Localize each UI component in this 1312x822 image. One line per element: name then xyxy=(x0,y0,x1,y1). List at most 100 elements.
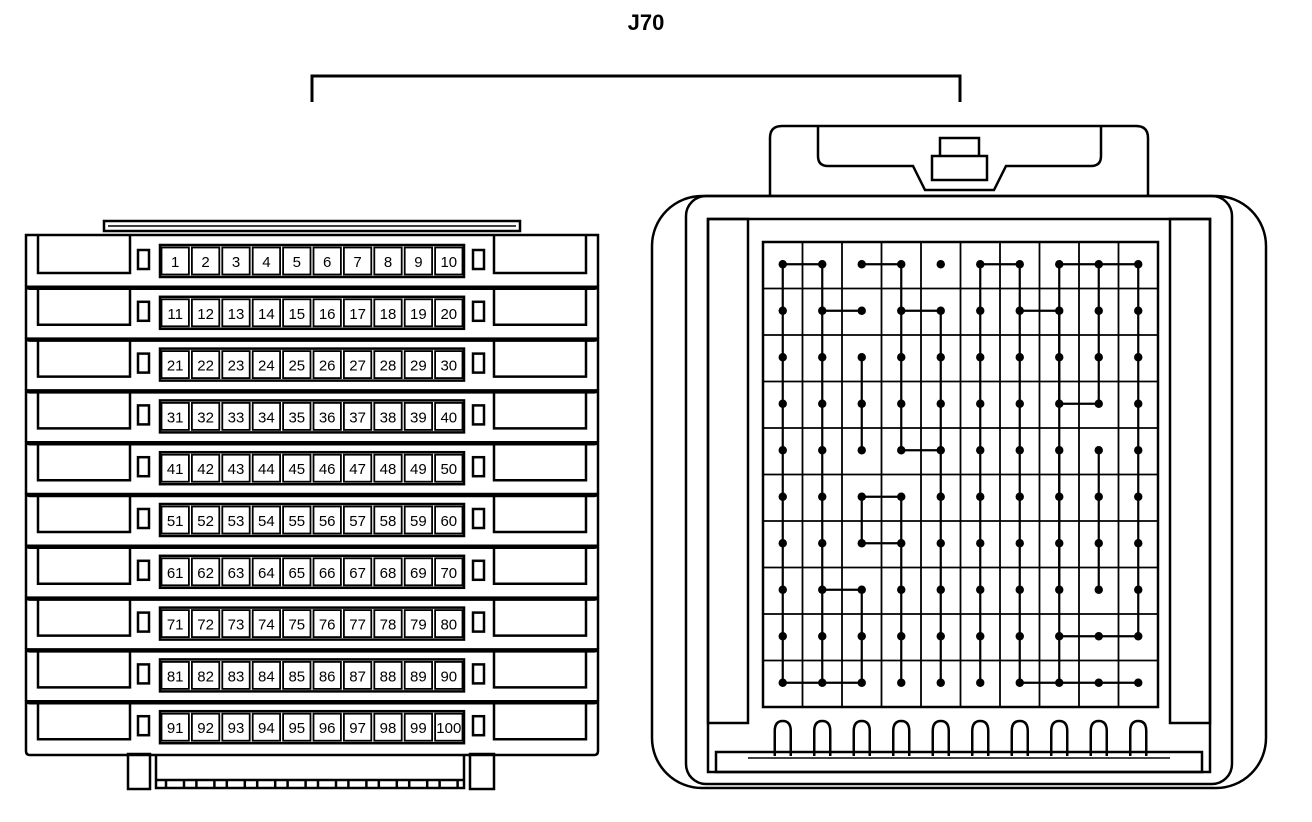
pin-number: 30 xyxy=(440,358,457,375)
terminal-dot xyxy=(1055,306,1064,315)
pin-number: 22 xyxy=(197,358,214,375)
pin-label-strip xyxy=(158,347,466,382)
connector-title: J70 xyxy=(627,10,665,35)
terminal-dot xyxy=(976,306,985,315)
terminal-dot xyxy=(1134,399,1143,408)
row-right-window xyxy=(471,300,486,323)
terminal-dot xyxy=(897,353,906,362)
terminal-dot xyxy=(897,632,906,641)
pin-cell xyxy=(221,661,251,690)
pin-cell xyxy=(221,298,251,328)
terminal-grid xyxy=(763,242,1158,707)
pin-label-strip xyxy=(158,606,466,641)
pin-number: 94 xyxy=(258,720,275,737)
pin-number: 64 xyxy=(258,565,275,582)
terminal-dot xyxy=(1134,353,1143,362)
terminal-dot xyxy=(857,260,866,269)
left-guide xyxy=(706,217,750,725)
pin-number: 8 xyxy=(384,254,392,271)
pin-number: 78 xyxy=(380,617,397,634)
terminal-dot xyxy=(857,399,866,408)
row-left-window xyxy=(136,714,151,737)
pin-cell xyxy=(434,298,464,328)
pin-cell xyxy=(342,453,373,483)
pin-cell xyxy=(282,401,312,431)
key-slot xyxy=(773,719,792,756)
row-housing xyxy=(24,596,600,653)
bottom-strip xyxy=(714,750,1204,774)
terminal-dot xyxy=(857,678,866,687)
pin-number: 95 xyxy=(288,720,305,737)
terminal-dot xyxy=(936,306,945,315)
pin-number: 52 xyxy=(197,513,214,530)
housing-outer xyxy=(650,194,1268,790)
terminal-dot xyxy=(1094,585,1103,594)
pin-cell xyxy=(251,401,281,431)
row-left-recess xyxy=(36,597,132,637)
pin-cell xyxy=(160,298,190,328)
pin-number: 6 xyxy=(323,254,331,271)
terminal-dot xyxy=(818,260,827,269)
pin-number: 67 xyxy=(349,565,366,582)
pin-cell xyxy=(251,557,281,587)
pin-cell xyxy=(190,661,221,690)
row-right-recess xyxy=(492,597,588,637)
terminal-dot xyxy=(1094,632,1103,641)
row-left-recess xyxy=(36,545,132,586)
pin-number: 54 xyxy=(258,513,275,530)
pin-number: 26 xyxy=(319,358,336,375)
pin-cell xyxy=(282,453,312,483)
terminal-dot xyxy=(897,585,906,594)
key-slot xyxy=(892,719,911,756)
pin-cell xyxy=(403,453,434,483)
terminal-dot xyxy=(1015,260,1024,269)
base-teeth xyxy=(154,754,466,790)
pin-cell xyxy=(312,505,342,535)
terminal-dot xyxy=(976,678,985,687)
pin-cell xyxy=(403,350,434,380)
pin-cell xyxy=(160,557,190,587)
pin-number: 12 xyxy=(197,306,214,323)
pin-cell xyxy=(373,401,403,431)
pin-number: 91 xyxy=(167,720,184,737)
pin-cell xyxy=(342,609,373,638)
row-housing xyxy=(24,648,600,705)
terminal-dot xyxy=(778,353,787,362)
pin-cell xyxy=(434,505,464,535)
pin-number: 89 xyxy=(410,668,427,685)
terminal-dot xyxy=(1055,678,1064,687)
terminal-dot xyxy=(1094,260,1103,269)
row-left-recess xyxy=(36,494,132,534)
terminal-traces xyxy=(778,260,1143,687)
row-right-window xyxy=(471,507,486,530)
pin-cell xyxy=(251,712,281,742)
base-right-foot xyxy=(468,752,496,791)
pin-number: 84 xyxy=(258,668,275,685)
pin-cell xyxy=(373,350,403,380)
terminal-dot xyxy=(778,306,787,315)
pin-cell xyxy=(312,661,342,690)
pin-cell xyxy=(342,557,373,587)
terminal-dot xyxy=(1055,492,1064,501)
row-left-recess xyxy=(36,701,132,741)
pin-cell xyxy=(251,453,281,483)
terminal-dot xyxy=(818,446,827,455)
pin-number: 66 xyxy=(319,565,336,582)
pin-cell xyxy=(190,401,221,431)
pin-cell xyxy=(190,350,221,380)
terminal-dot xyxy=(976,492,985,501)
row-right-recess xyxy=(492,649,588,689)
row-housing xyxy=(24,440,600,498)
right-guide xyxy=(1168,217,1212,725)
terminal-dot xyxy=(1015,585,1024,594)
pin-number: 85 xyxy=(288,668,305,685)
pin-number: 21 xyxy=(167,358,184,375)
pin-cell xyxy=(373,712,403,742)
row-right-window xyxy=(471,559,486,582)
row-left-window xyxy=(136,248,151,271)
pin-label-strip xyxy=(158,658,466,693)
